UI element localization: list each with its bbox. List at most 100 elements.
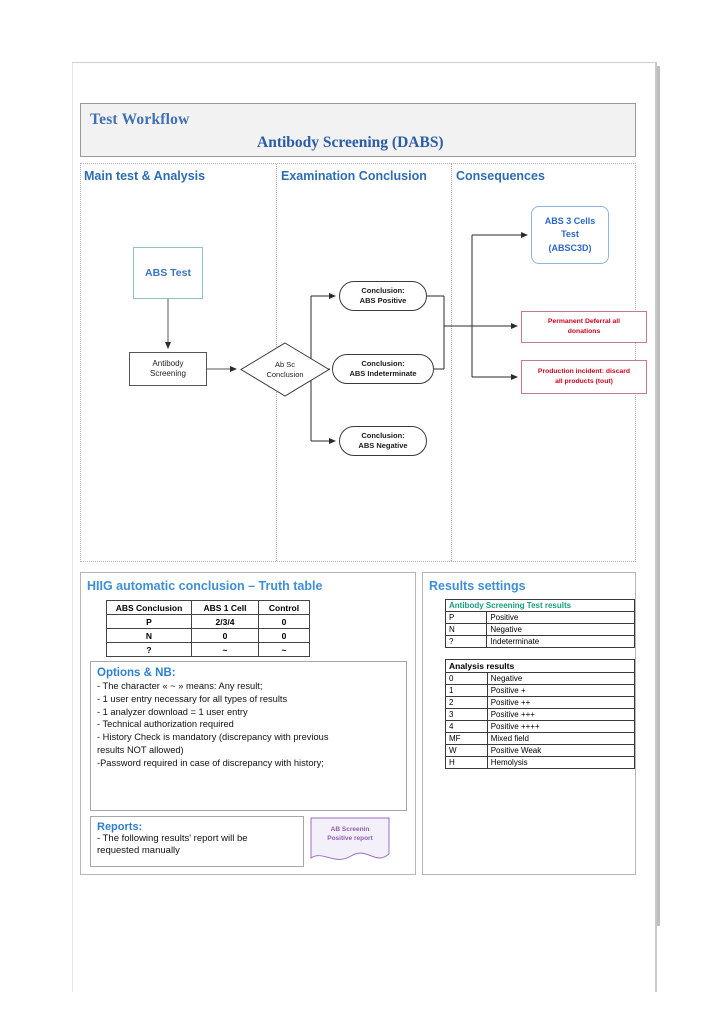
options-line: - 1 user entry necessary for all types o… [97,693,288,704]
page-frame-shadow [657,66,660,926]
node-conclusion-abs-positive[interactable]: Conclusion: ABS Positive [339,281,427,311]
analysis-result-code: 1 [445,684,488,697]
conclusion-negative-line1: Conclusion: [361,431,405,441]
truth-header-control: Control [258,600,310,615]
test-result-label: Indeterminate [486,635,635,648]
table-row: H Hemolysis [445,756,636,769]
truth-cell: 0 [258,628,310,643]
title-block: Test Workflow Antibody Screening (DABS) [80,103,636,157]
node-antibody-screening[interactable]: Antibody Screening [129,352,207,386]
node-abs-3-cells-test[interactable]: ABS 3 Cells Test (ABSC3D) [531,206,609,264]
conclusion-positive-line1: Conclusion: [361,286,405,296]
page-title: Test Workflow [90,111,190,128]
table-row: MF Mixed field [445,732,636,745]
reports-box: Reports: - The following results' report… [90,816,304,867]
analysis-result-code: MF [445,732,488,745]
node-antibody-screening-line1: Antibody [152,359,184,368]
options-heading: Options & NB: [97,667,176,679]
flowchart-panel: Main test & Analysis Examination Conclus… [80,163,647,562]
absc3d-line3: (ABSC3D) [548,242,592,253]
analysis-result-code: H [445,756,488,769]
column-header-consequences: Consequences [456,169,545,183]
column-divider-2 [451,164,452,561]
results-settings-panel: Results settings Antibody Screening Test… [422,572,636,875]
diamond-shape [240,342,330,397]
table-row: N Negative [444,623,635,636]
test-result-code: P [444,611,488,624]
node-decision-ab-sc-conclusion[interactable]: Ab Sc Conclusion [240,342,330,397]
truth-cell: ? [106,642,192,657]
test-result-label: Negative [486,623,635,636]
test-result-label: Positive [486,611,635,624]
incident-line2: all products (tout) [555,378,613,385]
report-doc-line1: AB Screenin [330,826,370,833]
truth-header-abs-1-cell: ABS 1 Cell [191,600,259,615]
analysis-result-label: Positive ++++ [486,720,636,733]
decision-label-line2: Conclusion [266,369,304,379]
analysis-result-label: Positive Weak [486,744,636,757]
table-row: W Positive Weak [445,744,636,757]
table-header-row: Analysis results [445,659,635,673]
results-settings-panel-title: Results settings [429,579,526,593]
table-row: 1 Positive + [445,684,636,697]
column-header-main-test: Main test & Analysis [84,169,206,183]
truth-header-abs-conclusion: ABS Conclusion [106,600,192,615]
document-icon [310,817,390,860]
table-row: ? ~ ~ [106,642,310,657]
conclusion-negative-line2: ABS Negative [358,441,408,450]
test-results-header: Antibody Screening Test results [445,599,635,612]
table-row: P 2/3/4 0 [106,614,310,629]
node-permanent-deferral[interactable]: Permanent Deferral all donations [521,311,647,343]
analysis-result-code: 2 [445,696,488,709]
truth-table-panel: HIIG automatic conclusion – Truth table … [80,572,416,875]
analysis-result-label: Positive +++ [486,708,636,721]
analysis-result-label: Negative [486,672,636,685]
report-doc-line2: Positive report [327,835,373,843]
truth-cell: ~ [191,642,259,657]
truth-cell: P [106,614,192,629]
options-line: - Technical authorization required [97,719,234,730]
table-row: N 0 0 [106,628,310,643]
truth-cell: ~ [258,642,310,657]
absc3d-line2: Test [561,229,579,240]
options-line: - History Check is mandatory (discrepanc… [97,732,329,743]
table-header-row: ABS Conclusion ABS 1 Cell Control [106,600,310,615]
analysis-result-label: Hemolysis [486,756,636,769]
table-row: P Positive [444,611,635,624]
node-production-incident[interactable]: Production incident: discard all product… [521,360,647,394]
truth-cell: N [106,628,192,643]
test-result-code: ? [444,635,488,648]
analysis-result-code: 3 [445,708,488,721]
page-frame [72,62,657,992]
truth-table: ABS Conclusion ABS 1 Cell Control P 2/3/… [106,600,310,657]
absc3d-line1: ABS 3 Cells [544,216,596,227]
analysis-result-code: 4 [445,720,488,733]
options-line: - The character « ~ » means: Any result; [97,681,263,691]
column-header-examination-conclusion: Examination Conclusion [281,169,427,183]
table-row: ? Indeterminate [444,635,635,648]
node-conclusion-abs-negative[interactable]: Conclusion: ABS Negative [339,426,427,456]
table-row: 2 Positive ++ [445,696,636,709]
node-antibody-screening-line2: Screening [149,369,187,378]
report-document-shape[interactable]: AB Screenin Positive report [309,816,391,865]
table-row: 0 Negative [445,672,636,685]
antibody-screening-test-results-table: Antibody Screening Test results P Positi… [444,599,635,648]
node-abs-test[interactable]: ABS Test [133,247,203,299]
analysis-result-label: Positive ++ [486,696,636,709]
analysis-result-code: W [445,744,488,757]
reports-heading: Reports: [97,821,143,833]
table-header-row: Antibody Screening Test results [445,599,635,612]
page-subtitle: Antibody Screening (DABS) [257,134,444,151]
truth-cell: 2/3/4 [191,614,259,629]
node-conclusion-abs-indeterminate[interactable]: Conclusion: ABS Indeterminate [332,354,434,384]
deferral-line2: donations [567,328,601,335]
analysis-results-table: Analysis results 0 Negative 1 Positive +… [445,659,636,769]
reports-line: - The following results' report will be [97,833,248,844]
options-nb-box: Options & NB: - The character « ~ » mean… [90,661,407,811]
conclusion-indeterminate-line1: Conclusion: [361,359,405,369]
deferral-line1: Permanent Deferral all [547,318,621,326]
reports-line: requested manually [97,845,180,857]
analysis-result-code: 0 [445,672,488,685]
options-line: results NOT allowed) [97,745,184,756]
